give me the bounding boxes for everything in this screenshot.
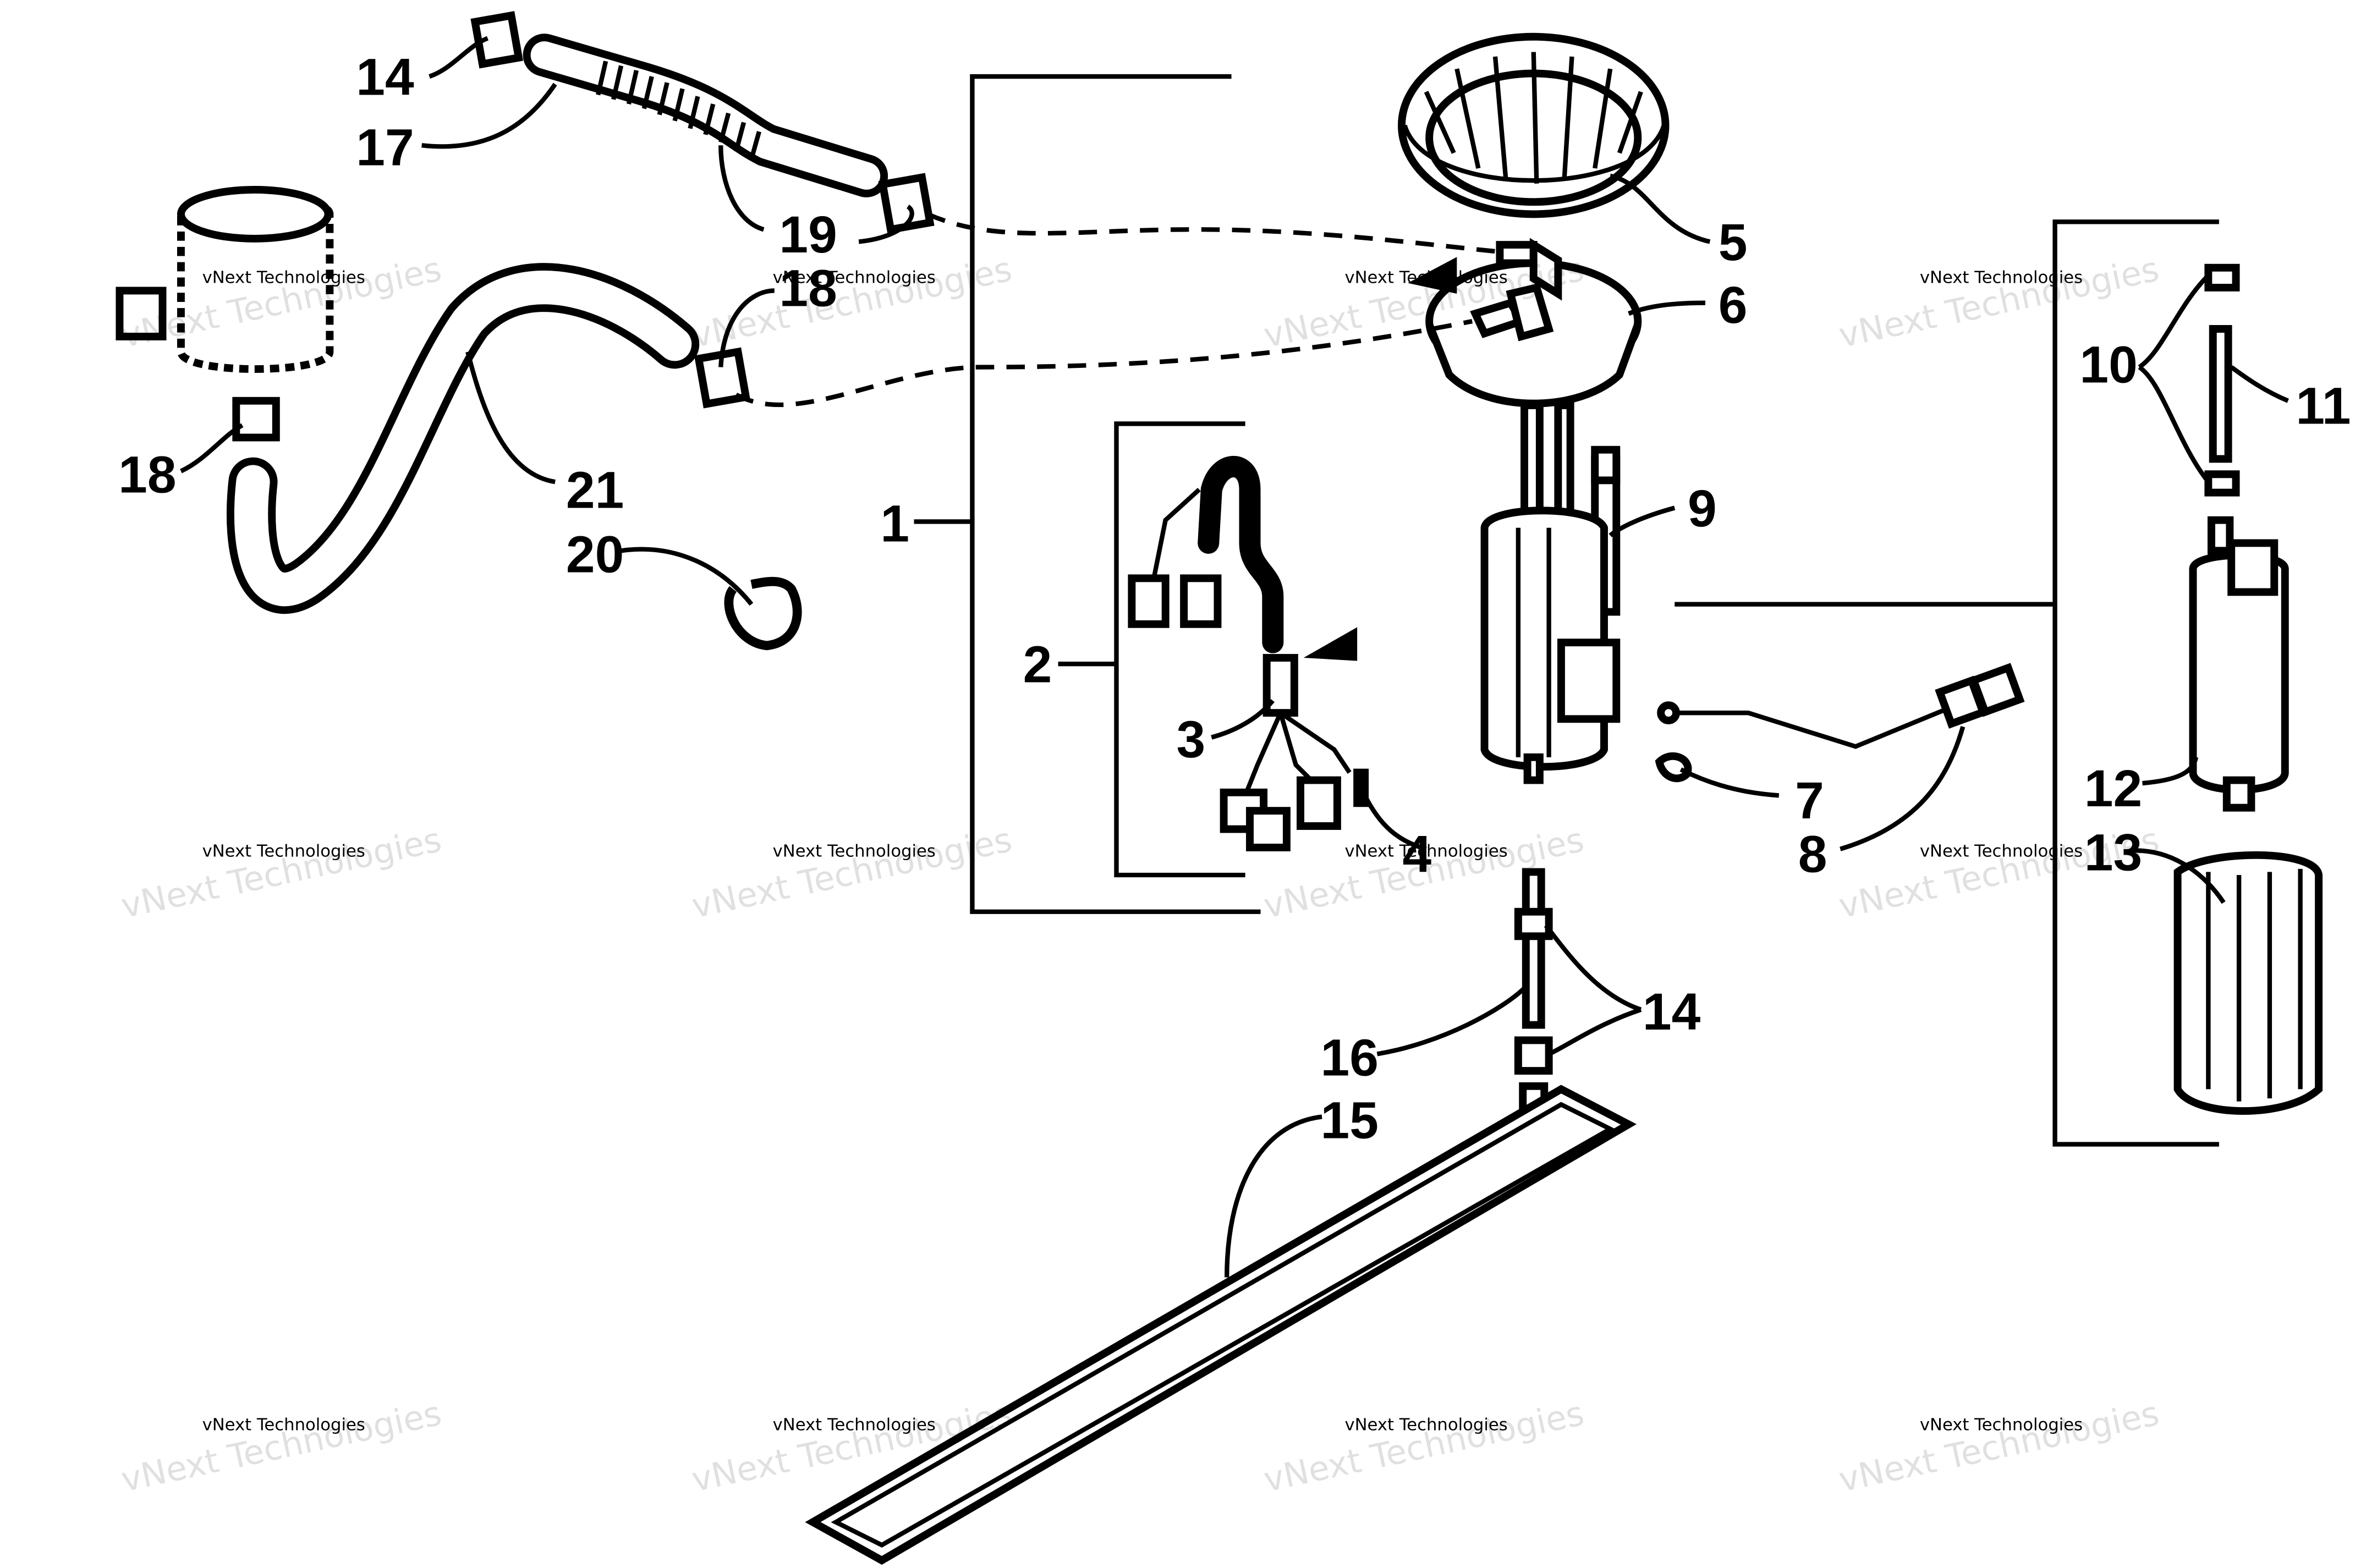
wire-lead (1657, 663, 2025, 749)
callout-7: 7 (1795, 772, 1824, 830)
svg-text:vNext Technologies: vNext Technologies (202, 842, 365, 861)
vent-hose (226, 263, 700, 614)
filler-hose (523, 34, 888, 197)
callout-14-top: 14 (356, 48, 414, 107)
wiring-harness (1128, 456, 1369, 851)
watermark-6: vNext Technologies vNext Technologies (688, 821, 1015, 926)
bracket-pump-group (1675, 219, 2219, 1147)
watermark-2: vNext Technologies vNext Technologies (688, 250, 1015, 355)
callout-15: 15 (1321, 1092, 1379, 1150)
arrow-pointer-module (1408, 257, 1457, 294)
svg-text:vNext Technologies: vNext Technologies (1344, 1416, 1507, 1435)
callout-2: 2 (1023, 636, 1052, 694)
arrow-pointer-harness (1303, 627, 1358, 661)
callout-21: 21 (566, 461, 624, 520)
svg-text:vNext Technologies: vNext Technologies (688, 250, 1015, 355)
svg-text:vNext Technologies: vNext Technologies (118, 1394, 444, 1500)
bracket-assembly-1 (914, 74, 1261, 914)
strap-band (724, 576, 802, 651)
svg-text:vNext Technologies: vNext Technologies (118, 821, 444, 926)
svg-text:vNext Technologies: vNext Technologies (1920, 268, 2083, 288)
fuel-pump-group (2173, 263, 2323, 1115)
svg-text:vNext Technologies: vNext Technologies (202, 1416, 365, 1435)
svg-text:vNext Technologies: vNext Technologies (688, 821, 1015, 926)
callout-13: 13 (2084, 824, 2142, 882)
callout-14-lower: 14 (1643, 983, 1701, 1041)
svg-text:vNext Technologies: vNext Technologies (1344, 842, 1507, 861)
callout-19: 19 (779, 206, 837, 264)
callout-11: 11 (2296, 377, 2351, 436)
hose-clamps (232, 11, 935, 442)
callout-labels: 14 17 19 18 18 21 20 1 2 3 4 5 6 9 7 8 1… (118, 48, 2351, 1150)
callout-3: 3 (1176, 711, 1205, 769)
pickup-plate (805, 1085, 1637, 1565)
svg-text:vNext Technologies: vNext Technologies (773, 1416, 936, 1435)
route-line-upper (926, 212, 1506, 255)
callout-18-lower: 18 (118, 446, 176, 504)
leader-lines (180, 36, 2289, 1278)
svg-text:vNext Technologies: vNext Technologies (1836, 1394, 2162, 1500)
watermark-11: vNext Technologies vNext Technologies (1260, 1394, 1587, 1500)
watermark-5: vNext Technologies vNext Technologies (118, 821, 444, 926)
rollover-valve (116, 185, 334, 373)
callout-18-upper: 18 (779, 259, 837, 317)
callout-4: 4 (1403, 826, 1432, 884)
callout-20: 20 (566, 525, 624, 584)
bracket-assembly-2 (1058, 421, 1245, 878)
retaining-clip (1655, 752, 1692, 783)
callout-9: 9 (1688, 480, 1717, 538)
svg-text:vNext Technologies: vNext Technologies (1920, 1416, 2083, 1435)
callout-8: 8 (1798, 826, 1827, 884)
callout-5: 5 (1719, 213, 1748, 272)
callout-1: 1 (880, 495, 909, 553)
callout-12: 12 (2084, 760, 2142, 818)
callout-6: 6 (1719, 276, 1748, 334)
svg-text:vNext Technologies: vNext Technologies (773, 842, 936, 861)
callout-17: 17 (356, 118, 414, 177)
fuel-pump-module (1425, 238, 1642, 784)
svg-text:vNext Technologies: vNext Technologies (1260, 1394, 1587, 1500)
callout-10: 10 (2079, 335, 2137, 394)
callout-16: 16 (1321, 1028, 1379, 1087)
svg-text:vNext Technologies: vNext Technologies (1920, 842, 2083, 861)
watermark-12: vNext Technologies vNext Technologies (1836, 1394, 2162, 1500)
lock-ring (1398, 32, 1670, 218)
watermark-9: vNext Technologies vNext Technologies (118, 1394, 444, 1500)
svg-text:vNext Technologies: vNext Technologies (202, 268, 365, 288)
svg-text:vNext Technologies: vNext Technologies (1344, 268, 1507, 288)
svg-text:vNext Technologies: vNext Technologies (773, 268, 936, 288)
